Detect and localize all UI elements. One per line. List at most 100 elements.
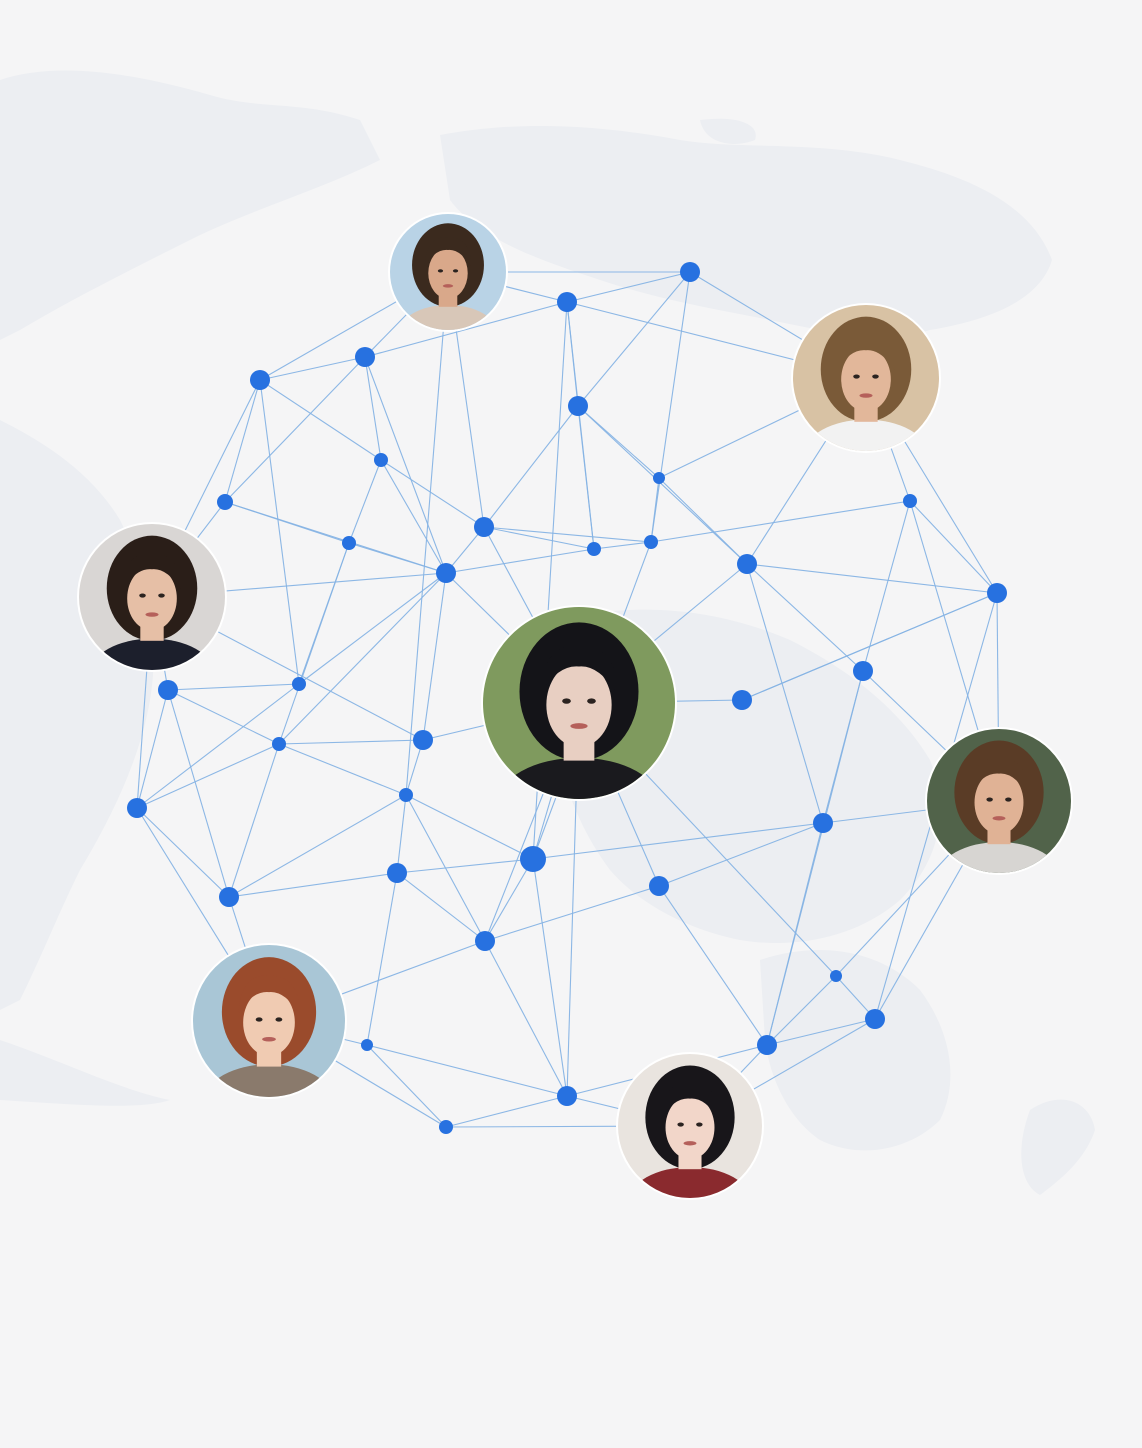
connection-line bbox=[259, 356, 366, 381]
connection-line bbox=[396, 858, 534, 874]
connection-line bbox=[577, 271, 691, 407]
connection-line bbox=[228, 794, 407, 898]
network-node bbox=[361, 1039, 373, 1051]
network-node bbox=[853, 661, 873, 681]
connection-line bbox=[366, 1044, 447, 1128]
connection-line bbox=[658, 822, 824, 887]
connection-line bbox=[658, 477, 748, 565]
network-node bbox=[865, 1009, 885, 1029]
connection-line bbox=[167, 683, 300, 691]
connection-line bbox=[445, 548, 595, 574]
network-node bbox=[557, 1086, 577, 1106]
network-node bbox=[217, 494, 233, 510]
network-node bbox=[272, 737, 286, 751]
network-node bbox=[680, 262, 700, 282]
connection-line bbox=[396, 794, 407, 874]
network-node bbox=[813, 813, 833, 833]
bearded-man-avatar[interactable] bbox=[925, 727, 1073, 911]
connection-line bbox=[136, 683, 300, 809]
connection-line bbox=[228, 743, 280, 898]
network-node bbox=[653, 472, 665, 484]
network-node bbox=[474, 517, 494, 537]
connection-line bbox=[278, 743, 407, 796]
connection-line bbox=[167, 689, 230, 898]
network-node bbox=[520, 846, 546, 872]
network-node bbox=[219, 887, 239, 907]
connection-line bbox=[484, 940, 568, 1097]
network-node bbox=[399, 788, 413, 802]
connection-line bbox=[405, 794, 534, 860]
network-node bbox=[830, 970, 842, 982]
connection-line bbox=[380, 459, 485, 528]
connection-line bbox=[224, 379, 261, 503]
connection-line bbox=[278, 542, 350, 745]
connection-line bbox=[366, 1044, 568, 1097]
connection-line bbox=[532, 858, 568, 1097]
connection-line bbox=[259, 379, 300, 685]
connection-line bbox=[650, 500, 911, 543]
network-node bbox=[355, 347, 375, 367]
connection-line bbox=[136, 807, 230, 898]
curly-hair-woman-avatar[interactable] bbox=[388, 212, 508, 361]
network-node bbox=[292, 677, 306, 691]
network-node bbox=[732, 690, 752, 710]
central-dark-haired-woman-avatar[interactable] bbox=[481, 605, 677, 850]
connection-line bbox=[766, 1018, 876, 1046]
network-node bbox=[374, 453, 388, 467]
connection-line bbox=[766, 822, 824, 1046]
man-with-glasses-avatar[interactable] bbox=[77, 522, 227, 709]
connection-line bbox=[566, 271, 691, 303]
connection-line bbox=[593, 541, 652, 550]
connection-line bbox=[228, 872, 398, 898]
connection-line bbox=[766, 975, 837, 1046]
connection-line bbox=[422, 572, 447, 741]
connection-line bbox=[650, 477, 660, 543]
red-haired-woman-avatar[interactable] bbox=[191, 943, 347, 1137]
network-node bbox=[439, 1120, 453, 1134]
connection-line bbox=[224, 501, 350, 544]
connection-line bbox=[484, 885, 660, 942]
network-node bbox=[158, 680, 178, 700]
woman-with-red-lips-avatar[interactable] bbox=[616, 1052, 764, 1236]
network-node bbox=[737, 554, 757, 574]
network-node bbox=[757, 1035, 777, 1055]
network-node bbox=[987, 583, 1007, 603]
connection-line bbox=[364, 356, 447, 574]
network-node bbox=[903, 494, 917, 508]
connection-line bbox=[136, 743, 280, 809]
world-map-background bbox=[0, 70, 1095, 1195]
blond-young-man-avatar[interactable] bbox=[791, 303, 941, 490]
connection-line bbox=[483, 405, 579, 528]
network-node bbox=[342, 536, 356, 550]
network-node bbox=[127, 798, 147, 818]
connection-line bbox=[136, 689, 169, 809]
network-node bbox=[475, 931, 495, 951]
connection-line bbox=[259, 379, 382, 461]
connection-line bbox=[577, 405, 595, 550]
network-node bbox=[644, 535, 658, 549]
connection-line bbox=[278, 739, 424, 745]
connection-line bbox=[366, 872, 398, 1046]
connection-line bbox=[348, 459, 382, 544]
connection-line bbox=[445, 1095, 568, 1128]
network-node bbox=[557, 292, 577, 312]
connection-line bbox=[658, 885, 768, 1046]
connection-line bbox=[483, 526, 595, 550]
network-edges bbox=[136, 271, 1000, 1128]
network-node bbox=[436, 563, 456, 583]
connection-line bbox=[167, 689, 280, 745]
network-node bbox=[250, 370, 270, 390]
connection-line bbox=[364, 301, 568, 358]
connection-line bbox=[746, 563, 864, 672]
connection-line bbox=[862, 500, 911, 672]
connection-line bbox=[577, 405, 748, 565]
network-node bbox=[587, 542, 601, 556]
network-node bbox=[568, 396, 588, 416]
network-node bbox=[387, 863, 407, 883]
connection-line bbox=[348, 542, 447, 574]
connection-line bbox=[650, 271, 691, 543]
connection-line bbox=[741, 592, 998, 701]
connection-line bbox=[224, 356, 366, 503]
connection-line bbox=[746, 563, 998, 594]
